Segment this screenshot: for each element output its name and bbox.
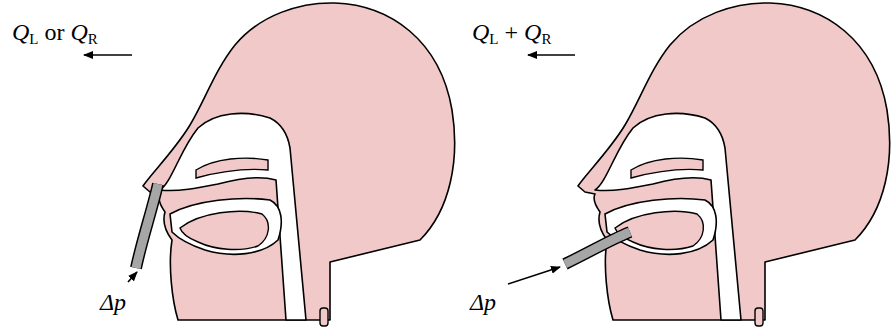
pressure-label: Δp [100, 290, 126, 314]
flow-label: QL or QR [12, 20, 98, 47]
pressure-label: Δp [470, 290, 496, 314]
flow-label: QL + QR [472, 20, 551, 47]
